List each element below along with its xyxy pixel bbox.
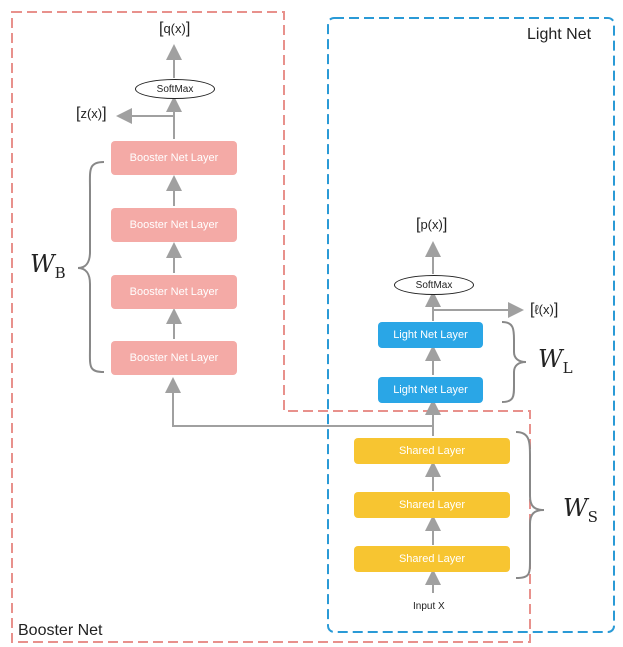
booster-z-output: [z(x)] [76,105,107,122]
input-x-label: Input X [413,601,445,612]
light-layer-2: Light Net Layer [378,322,483,348]
light-net-label: Light Net [527,26,592,43]
booster-q-output: [q(x)] [159,20,191,37]
booster-layer-4: Booster Net Layer [111,141,237,175]
p-output-text: p(x) [420,217,443,232]
booster-softmax: SoftMax [135,79,215,99]
light-l-output: [ℓ(x)] [530,301,559,318]
weight-light: WL [538,345,573,377]
arrow-shared-to-booster [165,377,433,427]
booster-layer-1: Booster Net Layer [111,341,237,375]
shared-layer-3: Shared Layer [354,438,510,464]
booster-layer-3: Booster Net Layer [111,208,237,242]
light-p-output: [p(x)] [416,216,448,233]
brace-wb [77,161,105,373]
booster-net-border [11,11,531,643]
brace-wl [501,321,527,403]
weight-shared: WS [563,494,598,526]
z-output-text: z(x) [80,106,103,121]
light-softmax: SoftMax [394,275,474,295]
l-output-text: ℓ(x) [534,302,554,317]
shared-layer-2: Shared Layer [354,492,510,518]
shared-layer-1: Shared Layer [354,546,510,572]
q-output-text: q(x) [163,21,186,36]
light-layer-1: Light Net Layer [378,377,483,403]
light-net-border [327,17,615,633]
booster-layer-2: Booster Net Layer [111,275,237,309]
booster-net-label: Booster Net [18,622,103,639]
brace-ws [515,431,545,579]
weight-booster: WB [30,250,66,282]
